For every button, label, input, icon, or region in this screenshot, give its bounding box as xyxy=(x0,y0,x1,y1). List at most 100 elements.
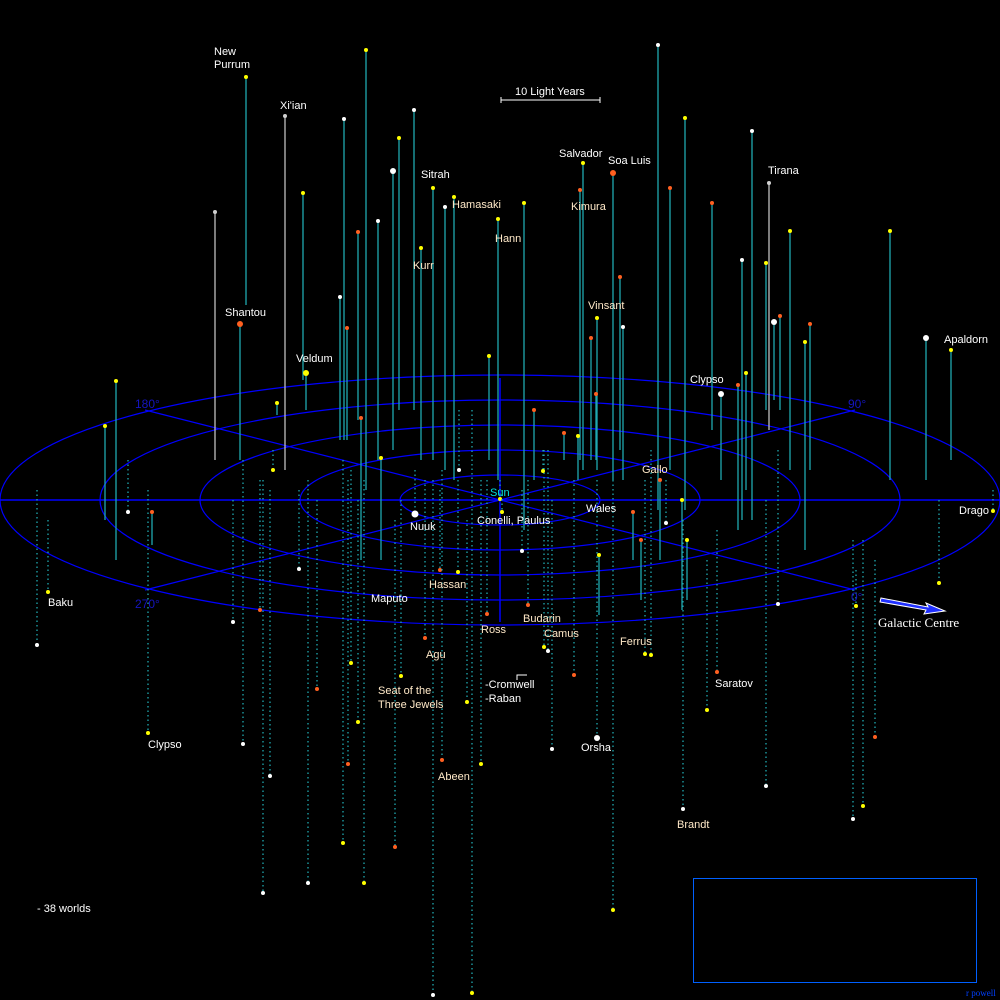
star-label[interactable]: Hamasaki xyxy=(452,199,501,211)
star-point xyxy=(500,510,504,514)
star-point xyxy=(213,210,217,214)
degree-180-label: 180° xyxy=(135,397,160,411)
star-label[interactable]: -Cromwell xyxy=(485,679,535,691)
star-label[interactable]: Baku xyxy=(48,597,74,609)
star-point xyxy=(452,195,456,199)
star-label[interactable]: Clypso xyxy=(148,739,182,751)
star-label[interactable]: Tirana xyxy=(768,165,799,177)
star-label[interactable]: Seat of the Three Jewels xyxy=(378,685,444,711)
galactic-centre-label: Galactic Centre xyxy=(878,615,960,630)
star-point xyxy=(656,43,660,47)
star-label[interactable]: Hassan xyxy=(429,579,467,591)
star-point xyxy=(306,881,310,885)
star-point xyxy=(888,229,892,233)
star-point xyxy=(736,383,740,387)
star-label[interactable]: Abeen xyxy=(438,771,470,783)
star-label-sun[interactable]: Sun xyxy=(490,487,510,499)
star-point xyxy=(589,336,593,340)
star-point xyxy=(581,161,585,165)
star-point xyxy=(550,747,554,751)
star-point xyxy=(778,314,782,318)
star-point xyxy=(861,804,865,808)
star-label[interactable]: Brandt xyxy=(677,819,710,831)
info-box xyxy=(693,878,977,983)
star-label[interactable]: Conelli, Paulus xyxy=(477,515,551,527)
star-point xyxy=(680,498,684,502)
star-point xyxy=(345,326,349,330)
star-label[interactable]: Drago xyxy=(959,505,989,517)
star-point xyxy=(851,817,855,821)
scale-bar xyxy=(500,97,601,103)
star-point xyxy=(520,549,524,553)
star-label[interactable]: Kimura xyxy=(571,201,606,213)
star-point xyxy=(683,116,687,120)
star-point xyxy=(315,687,319,691)
scale-label: 10 Light Years xyxy=(515,86,585,98)
star-point xyxy=(923,335,929,341)
star-point xyxy=(750,129,754,133)
star-label[interactable]: Salvador xyxy=(559,148,603,160)
star-point xyxy=(643,652,647,656)
star-label[interactable]: Apaldorn xyxy=(944,334,989,346)
star-label[interactable]: Xi'ian xyxy=(280,100,307,112)
star-label[interactable]: New Purrum xyxy=(214,46,251,71)
star-label[interactable]: Saratov xyxy=(715,678,753,690)
star-label[interactable]: Wales xyxy=(586,503,617,515)
star-label[interactable]: Soa Luis xyxy=(608,155,651,167)
star-point xyxy=(594,392,598,396)
star-point xyxy=(431,186,435,190)
star-label[interactable]: -Raban xyxy=(485,693,522,705)
star-point xyxy=(764,784,768,788)
star-point xyxy=(610,170,616,176)
grid-ring xyxy=(0,374,1000,626)
star-point xyxy=(364,48,368,52)
star-point xyxy=(341,841,345,845)
star-point xyxy=(487,354,491,358)
star-point xyxy=(776,602,780,606)
star-point xyxy=(457,468,461,472)
star-label[interactable]: Gallo xyxy=(642,464,668,476)
star-label[interactable]: Budarin xyxy=(523,613,561,625)
star-point xyxy=(283,114,287,118)
star-label[interactable]: Nuuk xyxy=(410,521,436,533)
star-label[interactable]: Sitrah xyxy=(421,169,450,181)
star-point xyxy=(376,219,380,223)
star-point xyxy=(103,424,107,428)
star-label[interactable]: Orsha xyxy=(581,742,611,754)
star-point xyxy=(572,673,576,677)
star-point xyxy=(456,570,460,574)
star-point xyxy=(349,661,353,665)
star-label[interactable]: Shantou xyxy=(225,307,266,319)
star-point xyxy=(803,340,807,344)
star-point xyxy=(541,469,545,473)
star-point xyxy=(597,553,601,557)
star-point xyxy=(438,568,442,572)
star-point xyxy=(297,567,301,571)
star-label[interactable]: Maputo xyxy=(371,593,408,605)
star-label[interactable]: Kurr xyxy=(413,260,434,272)
star-point xyxy=(303,370,309,376)
star-point-nuuk xyxy=(411,510,419,518)
star-label[interactable]: Ross xyxy=(481,624,507,636)
star-point xyxy=(431,993,435,997)
star-label[interactable]: Veldum xyxy=(296,353,333,365)
star-label[interactable]: Vinsant xyxy=(588,300,625,312)
star-label[interactable]: Agu xyxy=(426,649,446,661)
star-label[interactable]: Clypso xyxy=(690,374,724,386)
star-point xyxy=(241,742,245,746)
star-point xyxy=(419,246,423,250)
degree-90-label: 90° xyxy=(848,397,867,411)
credit: r powell xyxy=(966,988,996,998)
star-point xyxy=(767,181,771,185)
star-point xyxy=(496,217,500,221)
star-point xyxy=(949,348,953,352)
star-point xyxy=(595,316,599,320)
star-point xyxy=(393,845,397,849)
star-point-orsha xyxy=(594,735,600,741)
star-point xyxy=(705,708,709,712)
star-label[interactable]: Hann xyxy=(495,233,522,245)
star-label[interactable]: Camus xyxy=(544,628,579,640)
star-label[interactable]: Ferrus xyxy=(620,636,652,648)
star-point xyxy=(356,720,360,724)
